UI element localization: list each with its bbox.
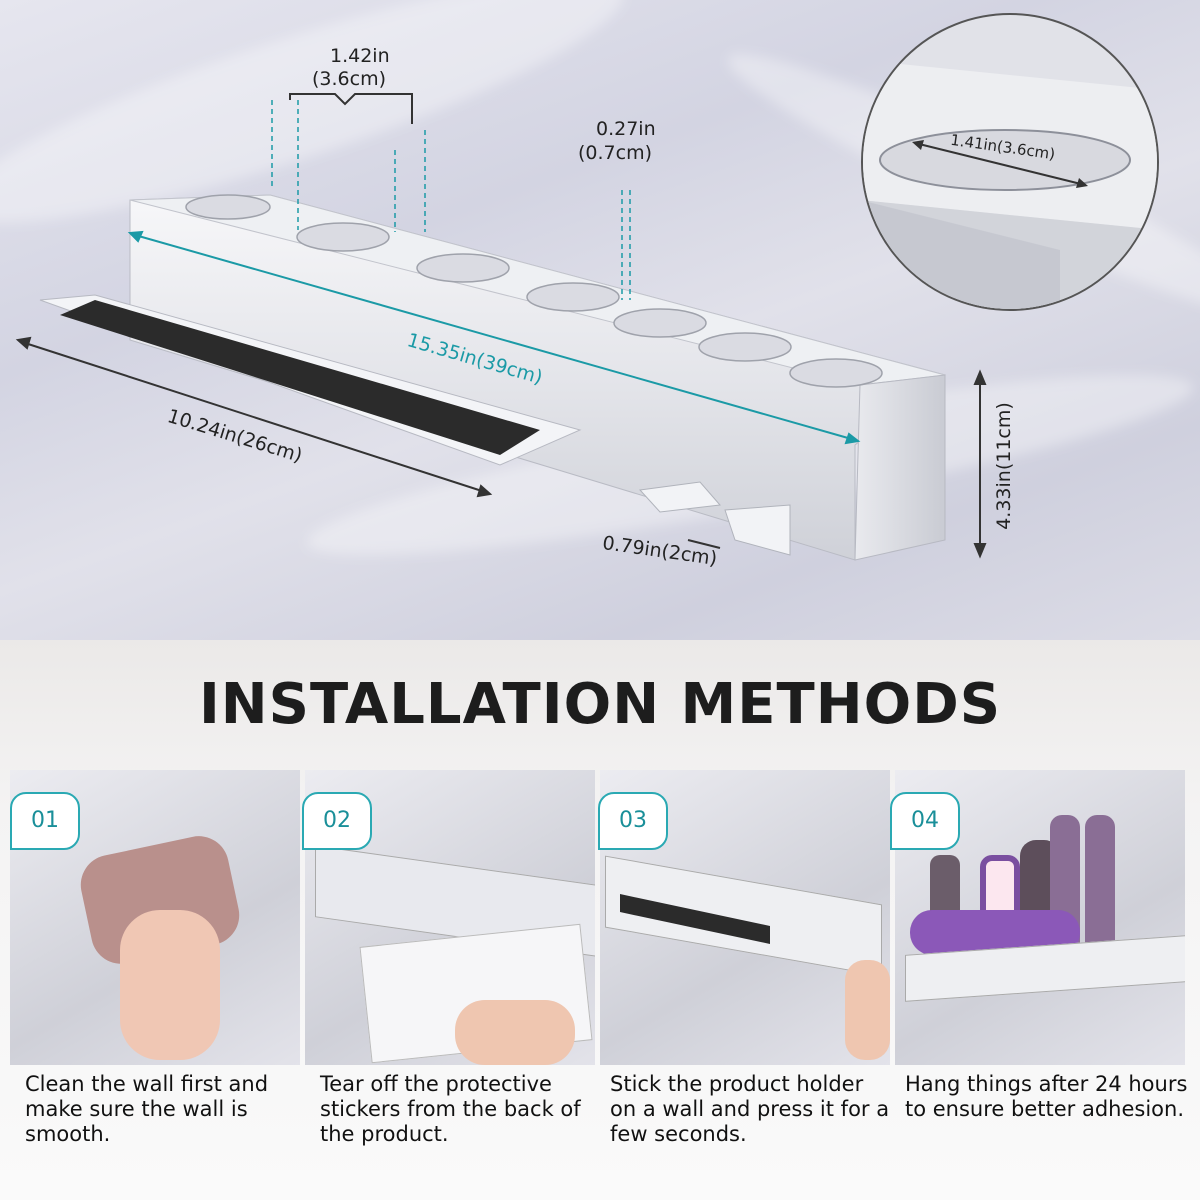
holder-illustration <box>15 13 1159 561</box>
step-2-caption: Tear off the protective stickers from th… <box>320 1072 581 1146</box>
step-3-photo <box>600 770 890 1065</box>
hole-spacing-cm-label: (3.6cm) <box>312 68 386 90</box>
hand-image <box>845 960 890 1060</box>
step-2-badge: 02 <box>302 792 372 850</box>
step-1-photo <box>10 770 300 1065</box>
hand-image <box>120 910 220 1060</box>
section-heading: INSTALLATION METHODS <box>198 672 1002 737</box>
step-1-caption: Clean the wall first and make sure the w… <box>25 1072 269 1146</box>
step-4-badge: 04 <box>890 792 960 850</box>
wall-thickness-label: 0.27in <box>596 118 656 140</box>
step-4-caption: Hang things after 24 hours to ensure bet… <box>905 1072 1188 1121</box>
hole-spacing-label: 1.42in <box>330 45 390 67</box>
step-4-photo <box>895 770 1185 1065</box>
hand-image <box>455 1000 575 1065</box>
step-1-badge: 01 <box>10 792 80 850</box>
dimension-diagram: 1.42in (3.6cm) 0.27in (0.7cm) 1.41in(3.6… <box>0 0 1200 640</box>
step-3-badge: 03 <box>598 792 668 850</box>
wall-thickness-cm-label: (0.7cm) <box>578 142 652 164</box>
height-label: 4.33in(11cm) <box>992 402 1015 530</box>
step-3-caption: Stick the product holder on a wall and p… <box>610 1072 890 1146</box>
